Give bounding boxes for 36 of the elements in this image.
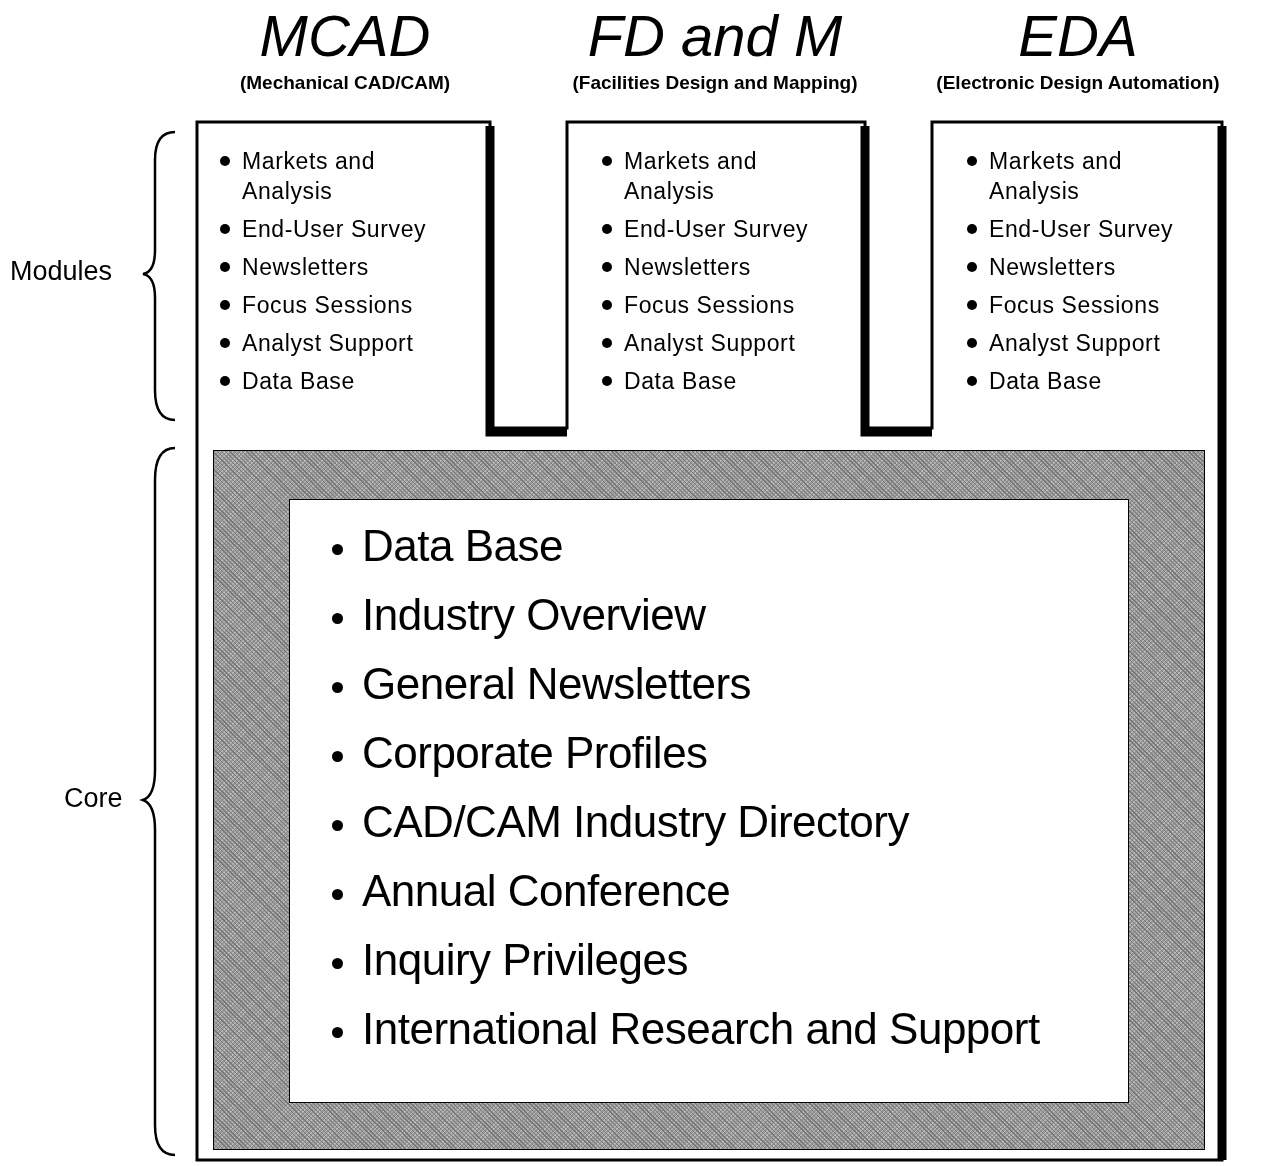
shaded-band	[213, 450, 1205, 1150]
bullet-item: Corporate Profiles	[326, 727, 708, 779]
core-box	[289, 499, 1129, 1103]
bullet-item: Focus Sessions	[965, 290, 1174, 320]
bullet-item: Annual Conference	[326, 865, 731, 917]
bullet-item: Newsletters	[965, 252, 1174, 282]
bullet-item: CAD/CAM Industry Directory	[326, 796, 909, 848]
bullet-item: Data Base	[600, 366, 809, 396]
bullet-item: Markets and Analysis	[965, 146, 1174, 206]
bullet-item: Data Base	[218, 366, 427, 396]
bullet-item: Industry Overview	[326, 589, 706, 641]
module-title: FD and M	[586, 2, 844, 69]
module-subtitle: (Facilities Design and Mapping)	[571, 72, 859, 94]
bullet-item: End-User Survey	[965, 214, 1174, 244]
bullet-item: Analyst Support	[600, 328, 809, 358]
side-label: Modules	[10, 256, 113, 287]
bullet-item: Markets and Analysis	[600, 146, 809, 206]
bullet-item: Data Base	[326, 520, 563, 572]
bullet-item: General Newsletters	[326, 658, 752, 710]
bullet-item: International Research and Support	[326, 1003, 1040, 1055]
bullet-item: Newsletters	[218, 252, 427, 282]
module-title: EDA	[1017, 2, 1139, 69]
module-title: MCAD	[258, 2, 432, 69]
bullet-item: Markets and Analysis	[218, 146, 427, 206]
bullet-item: Newsletters	[600, 252, 809, 282]
module-subtitle: (Mechanical CAD/CAM)	[238, 72, 452, 94]
bullet-item: Focus Sessions	[218, 290, 427, 320]
module-subtitle: (Electronic Design Automation)	[935, 72, 1221, 94]
bullet-item: End-User Survey	[600, 214, 809, 244]
side-label: Core	[64, 783, 123, 814]
bullet-item: Analyst Support	[218, 328, 427, 358]
bullet-item: Focus Sessions	[600, 290, 809, 320]
bullet-item: Inquiry Privileges	[326, 934, 689, 986]
bullet-item: Data Base	[965, 366, 1174, 396]
bullet-item: Analyst Support	[965, 328, 1174, 358]
bullet-item: End-User Survey	[218, 214, 427, 244]
